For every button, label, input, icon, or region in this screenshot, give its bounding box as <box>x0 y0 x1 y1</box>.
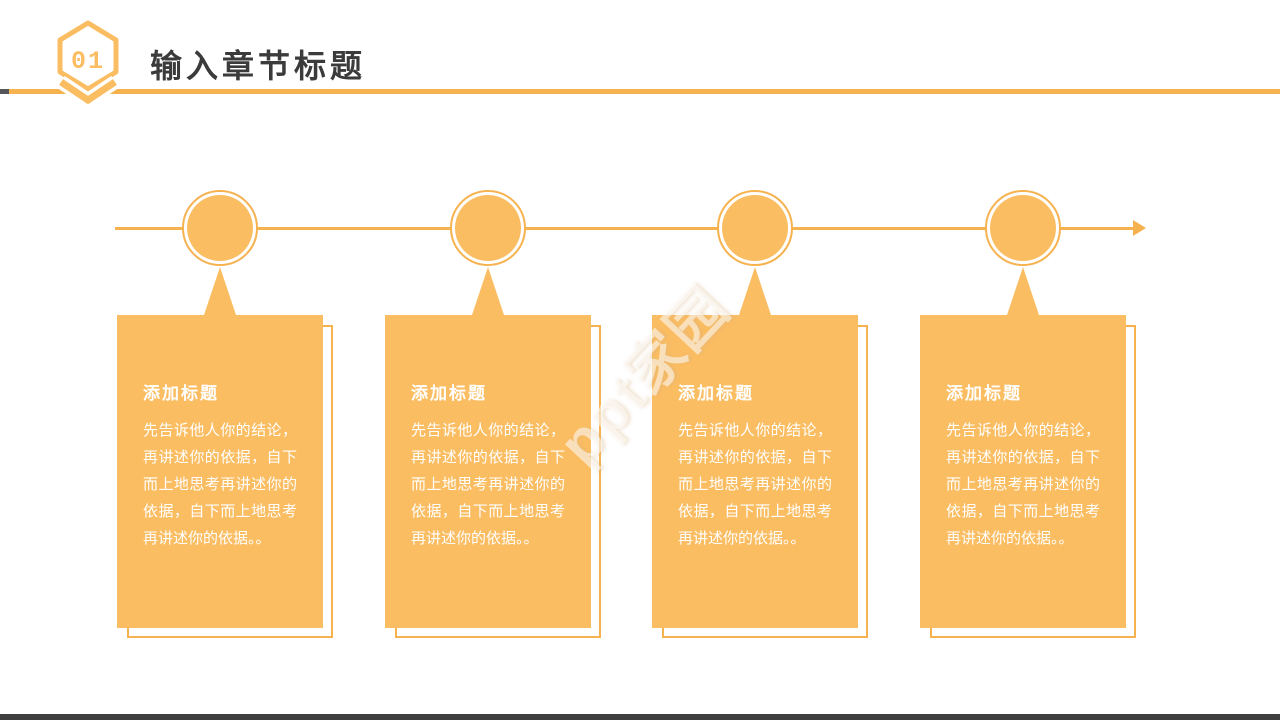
info-card: 添加标题 先告诉他人你的结论，再讲述你的依据，自下而上地思考再讲述你的依据，自下… <box>385 315 591 628</box>
timeline-arrow-icon <box>1133 220 1146 236</box>
info-card: 添加标题 先告诉他人你的结论，再讲述你的依据，自下而上地思考再讲述你的依据，自下… <box>117 315 323 628</box>
card-title: 添加标题 <box>946 384 1022 403</box>
card-pointer-icon <box>472 267 504 315</box>
card-body: 先告诉他人你的结论，再讲述你的依据，自下而上地思考再讲述你的依据，自下而上地思考… <box>678 422 832 547</box>
header-divider <box>0 89 1280 94</box>
timeline-line <box>115 227 1137 230</box>
timeline-node-dot <box>990 195 1056 261</box>
timeline-node-ring <box>717 190 793 266</box>
timeline-node-ring <box>450 190 526 266</box>
card-title: 添加标题 <box>143 384 219 403</box>
timeline-step-4: 添加标题 先告诉他人你的结论，再讲述你的依据，自下而上地思考再讲述你的依据，自下… <box>920 190 1136 638</box>
card-pointer-icon <box>204 267 236 315</box>
timeline-node-ring <box>182 190 258 266</box>
section-badge: 01 <box>55 20 121 110</box>
card-title: 添加标题 <box>678 384 754 403</box>
card-pointer-icon <box>739 267 771 315</box>
header-divider-dark-tip <box>0 89 9 94</box>
card-pointer-icon <box>1007 267 1039 315</box>
timeline-step-1: 添加标题 先告诉他人你的结论，再讲述你的依据，自下而上地思考再讲述你的依据，自下… <box>117 190 333 638</box>
timeline-step-2: 添加标题 先告诉他人你的结论，再讲述你的依据，自下而上地思考再讲述你的依据，自下… <box>385 190 601 638</box>
card-title: 添加标题 <box>411 384 487 403</box>
timeline-node-dot <box>187 195 253 261</box>
section-title: 输入章节标题 <box>150 48 367 84</box>
footer-bar <box>0 714 1280 720</box>
hexagon-icon <box>57 20 119 109</box>
info-card: 添加标题 先告诉他人你的结论，再讲述你的依据，自下而上地思考再讲述你的依据，自下… <box>652 315 858 628</box>
card-body: 先告诉他人你的结论，再讲述你的依据，自下而上地思考再讲述你的依据，自下而上地思考… <box>946 422 1100 547</box>
card-body: 先告诉他人你的结论，再讲述你的依据，自下而上地思考再讲述你的依据，自下而上地思考… <box>143 422 297 547</box>
info-card: 添加标题 先告诉他人你的结论，再讲述你的依据，自下而上地思考再讲述你的依据，自下… <box>920 315 1126 628</box>
timeline-node-ring <box>985 190 1061 266</box>
timeline-node-dot <box>722 195 788 261</box>
badge-number: 01 <box>70 47 105 76</box>
card-body: 先告诉他人你的结论，再讲述你的依据，自下而上地思考再讲述你的依据，自下而上地思考… <box>411 422 565 547</box>
timeline-node-dot <box>455 195 521 261</box>
timeline-step-3: 添加标题 先告诉他人你的结论，再讲述你的依据，自下而上地思考再讲述你的依据，自下… <box>652 190 868 638</box>
